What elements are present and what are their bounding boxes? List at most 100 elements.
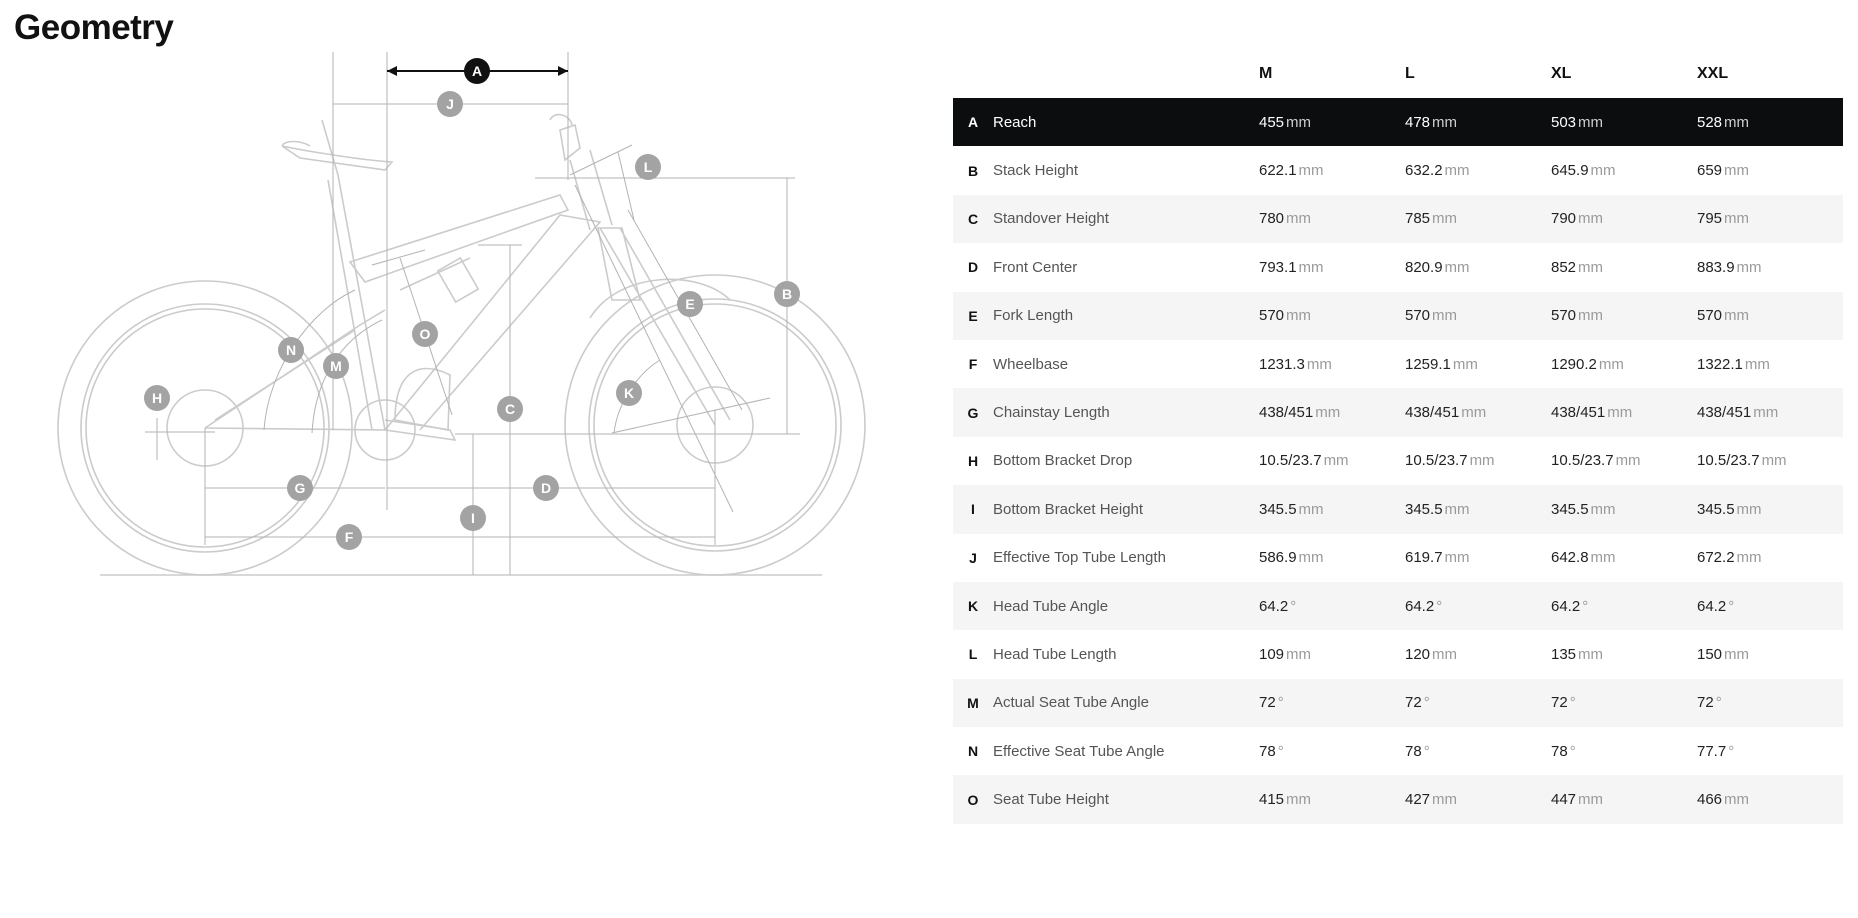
marker-i[interactable]: I xyxy=(460,505,486,531)
value-unit: mm xyxy=(1452,355,1478,373)
row-value-l: 78° xyxy=(1405,727,1551,775)
value-number: 586.9 xyxy=(1259,549,1297,567)
value-unit: ° xyxy=(1728,597,1735,615)
svg-text:H: H xyxy=(152,390,162,406)
value-unit: mm xyxy=(1590,500,1616,518)
value-number: 1322.1 xyxy=(1697,355,1743,373)
value-unit: mm xyxy=(1323,452,1349,470)
svg-text:D: D xyxy=(541,480,551,496)
row-letter: O xyxy=(967,791,979,808)
value-number: 10.5/23.7 xyxy=(1551,452,1614,470)
value-number: 795 xyxy=(1697,210,1723,228)
svg-text:I: I xyxy=(471,510,475,526)
marker-h[interactable]: H xyxy=(144,385,170,411)
value-number: 1231.3 xyxy=(1259,355,1305,373)
value-unit: mm xyxy=(1615,452,1641,470)
value-number: 438/451 xyxy=(1697,404,1752,422)
svg-text:M: M xyxy=(330,358,342,374)
marker-f[interactable]: F xyxy=(336,524,362,550)
value-number: 790 xyxy=(1551,210,1577,228)
row-letter: C xyxy=(967,210,979,227)
value-unit: mm xyxy=(1578,113,1604,131)
svg-text:O: O xyxy=(420,326,431,342)
header-blank-letter xyxy=(953,50,993,98)
value-unit: mm xyxy=(1298,258,1324,276)
row-measurement-name: Effective Top Tube Length xyxy=(993,549,1166,567)
marker-j[interactable]: J xyxy=(437,91,463,117)
value-unit: mm xyxy=(1724,162,1750,180)
value-number: 632.2 xyxy=(1405,162,1443,180)
value-unit: mm xyxy=(1432,210,1458,228)
value-number: 64.2 xyxy=(1259,597,1289,615)
value-number: 570 xyxy=(1405,307,1431,325)
row-letter: F xyxy=(968,356,978,373)
size-header-l: L xyxy=(1405,65,1415,82)
value-unit: ° xyxy=(1290,597,1297,615)
marker-e[interactable]: E xyxy=(677,291,703,317)
marker-k[interactable]: K xyxy=(616,380,642,406)
marker-o[interactable]: O xyxy=(412,321,438,347)
value-unit: mm xyxy=(1578,258,1604,276)
dim-arc-m xyxy=(311,319,383,434)
marker-d[interactable]: D xyxy=(533,475,559,501)
value-number: 415 xyxy=(1259,791,1285,809)
value-unit: mm xyxy=(1724,645,1750,663)
svg-text:L: L xyxy=(644,159,653,175)
marker-a[interactable]: A xyxy=(464,58,490,84)
value-unit: mm xyxy=(1578,791,1604,809)
marker-c[interactable]: C xyxy=(497,396,523,422)
marker-l[interactable]: L xyxy=(635,154,661,180)
row-measurement-name: Head Tube Angle xyxy=(993,597,1109,615)
marker-m[interactable]: M xyxy=(323,353,349,379)
value-unit: ° xyxy=(1277,742,1284,760)
value-unit: mm xyxy=(1444,258,1470,276)
value-number: 72 xyxy=(1259,694,1276,712)
value-unit: mm xyxy=(1432,307,1458,325)
value-number: 77.7 xyxy=(1697,742,1727,760)
marker-n[interactable]: N xyxy=(278,337,304,363)
marker-b[interactable]: B xyxy=(774,281,800,307)
value-number: 78 xyxy=(1259,742,1276,760)
value-number: 785 xyxy=(1405,210,1431,228)
value-unit: mm xyxy=(1724,791,1750,809)
value-unit: mm xyxy=(1286,113,1312,131)
row-letter: E xyxy=(968,307,978,324)
marker-g[interactable]: G xyxy=(287,475,313,501)
row-letter: I xyxy=(971,501,975,518)
page-title: Geometry xyxy=(14,8,174,47)
value-number: 120 xyxy=(1405,645,1431,663)
svg-text:B: B xyxy=(782,286,792,302)
value-unit: mm xyxy=(1286,307,1312,325)
value-number: 78 xyxy=(1405,742,1422,760)
